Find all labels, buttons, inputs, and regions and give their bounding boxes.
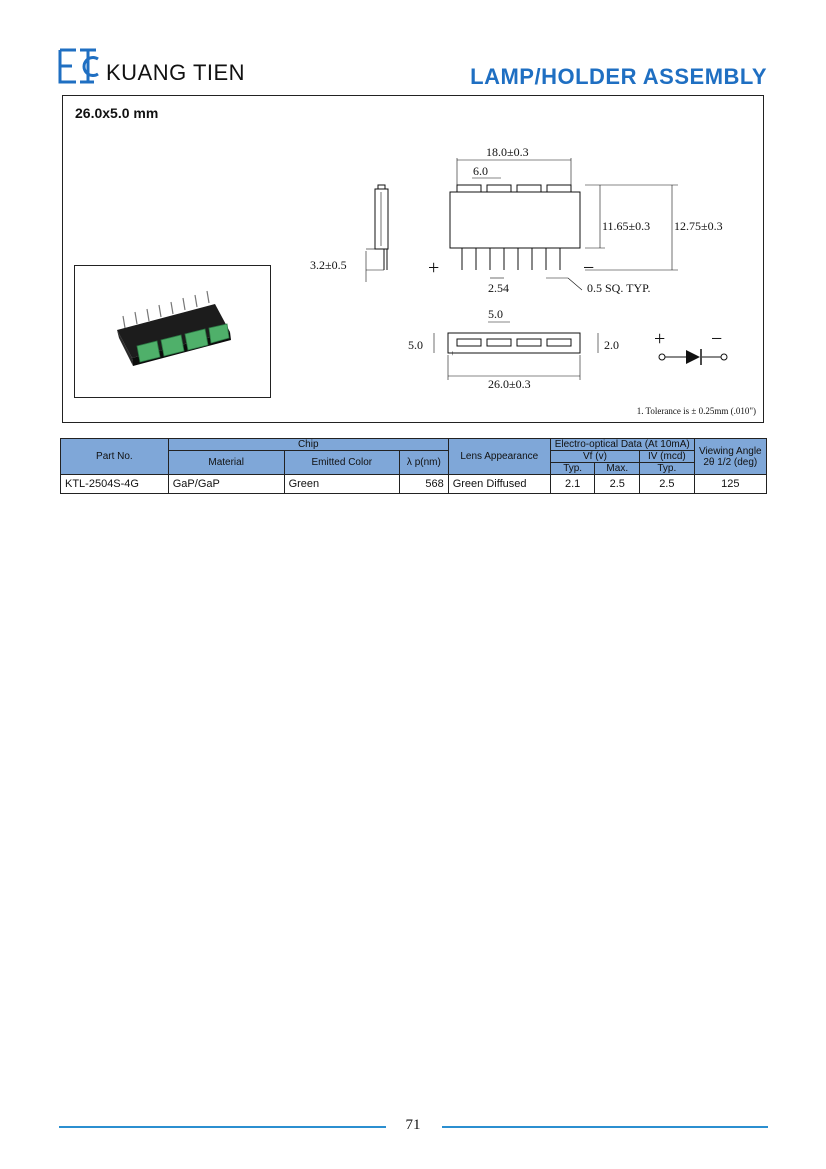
cell-lambda: 568 xyxy=(399,474,449,494)
header-vf: Vf (v) xyxy=(549,450,641,463)
cell-material: GaP/GaP xyxy=(167,474,285,494)
header-iv-typ: Typ. xyxy=(639,462,695,475)
header-material: Material xyxy=(167,450,285,475)
header-vf-max: Max. xyxy=(594,462,641,475)
cell-lens: Green Diffused xyxy=(447,474,551,494)
plus-pin-label: + xyxy=(428,257,439,279)
minus-mark: − xyxy=(570,349,575,358)
footer-rule-left xyxy=(59,1126,386,1128)
dim-pin-size: 0.5 SQ. TYP. xyxy=(587,281,650,295)
dim-body-length: 26.0±0.3 xyxy=(488,377,531,391)
header-lens: Lens Appearance xyxy=(447,438,551,475)
header-viewing-angle: Viewing Angle 2θ 1/2 (deg) xyxy=(693,438,768,475)
minus-pin-label: − xyxy=(583,257,594,279)
header-emitted-color: Emitted Color xyxy=(283,450,401,475)
dim-pitch-top: 6.0 xyxy=(473,164,488,178)
dim-width-top: 18.0±0.3 xyxy=(486,145,529,159)
dimension-drawing: 18.0±0.3 6.0 11.65±0.3 12.75±0.3 3.2±0.5… xyxy=(310,145,728,391)
plus-mark: + xyxy=(450,349,455,358)
dim-pin-pitch: 2.54 xyxy=(488,281,509,295)
header-lambda: λ p(nm) xyxy=(399,450,449,475)
tolerance-note: 1. Tolerance is ± 0.25mm (.010") xyxy=(636,406,756,416)
cell-vf-max: 2.5 xyxy=(594,474,641,494)
page-title: LAMP/HOLDER ASSEMBLY xyxy=(470,64,767,89)
diode-cathode-label: − xyxy=(711,328,722,350)
cell-part: KTL-2504S-4G xyxy=(60,474,169,494)
page-number: 71 xyxy=(405,1117,421,1133)
header-vf-typ: Typ. xyxy=(549,462,596,475)
brand-name: KUANG TIEN xyxy=(106,60,246,85)
cell-angle: 125 xyxy=(693,474,768,494)
led-array-photo-icon xyxy=(117,290,231,366)
dim-height-b: 12.75±0.3 xyxy=(674,219,723,233)
cell-iv-typ: 2.5 xyxy=(639,474,695,494)
spec-table: Part No. Chip Lens Appearance Electro-op… xyxy=(60,438,768,494)
header-part-no: Part No. xyxy=(60,438,169,475)
header-chip: Chip xyxy=(167,438,449,451)
kuang-tien-logo-icon xyxy=(58,48,99,84)
diode-anode-label: + xyxy=(654,328,665,350)
table-row: KTL-2504S-4G GaP/GaP Green 568 Green Dif… xyxy=(60,474,768,494)
size-label: 26.0x5.0 mm xyxy=(75,105,159,121)
dim-body-depth: 2.0 xyxy=(604,338,619,352)
dim-window-pitch: 5.0 xyxy=(488,307,503,321)
drawing-frame xyxy=(62,95,764,423)
product-photo xyxy=(74,265,271,398)
footer-rule-right xyxy=(442,1126,768,1128)
cell-color: Green xyxy=(283,474,401,494)
header-electro: Electro-optical Data (At 10mA) xyxy=(549,438,695,451)
dim-body-height: 5.0 xyxy=(408,338,423,352)
dim-height-a: 11.65±0.3 xyxy=(602,219,650,233)
cell-vf-typ: 2.1 xyxy=(549,474,596,494)
header-iv: IV (mcd) xyxy=(639,450,695,463)
dim-side-pin: 3.2±0.5 xyxy=(310,258,347,272)
